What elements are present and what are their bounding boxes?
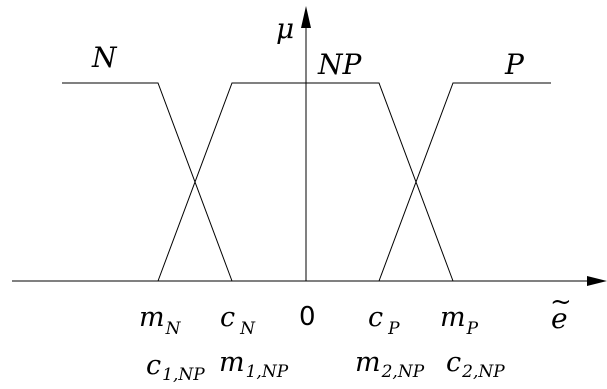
x-axis-label-tilde: ~ (550, 287, 572, 317)
tick-m-p: mP (440, 302, 479, 339)
mf-n (62, 82, 233, 282)
y-axis-arrowhead (301, 6, 311, 28)
set-label-p: P (504, 48, 525, 81)
tick-c-1np: c1,NP (146, 350, 205, 385)
tick-c-2np: c2,NP (446, 347, 505, 382)
tick-m-n: mN (139, 302, 182, 339)
y-axis-label: μ (276, 12, 294, 45)
origin-label: 0 (299, 302, 316, 332)
mf-p (378, 82, 551, 282)
set-label-n: N (91, 41, 118, 74)
x-axis-arrowhead (587, 276, 607, 286)
x-axis-label: e (551, 302, 568, 335)
tick-m-2np: m2,NP (355, 347, 425, 382)
tick-m-1np: m1,NP (219, 347, 289, 382)
set-label-np: NP (317, 48, 363, 81)
